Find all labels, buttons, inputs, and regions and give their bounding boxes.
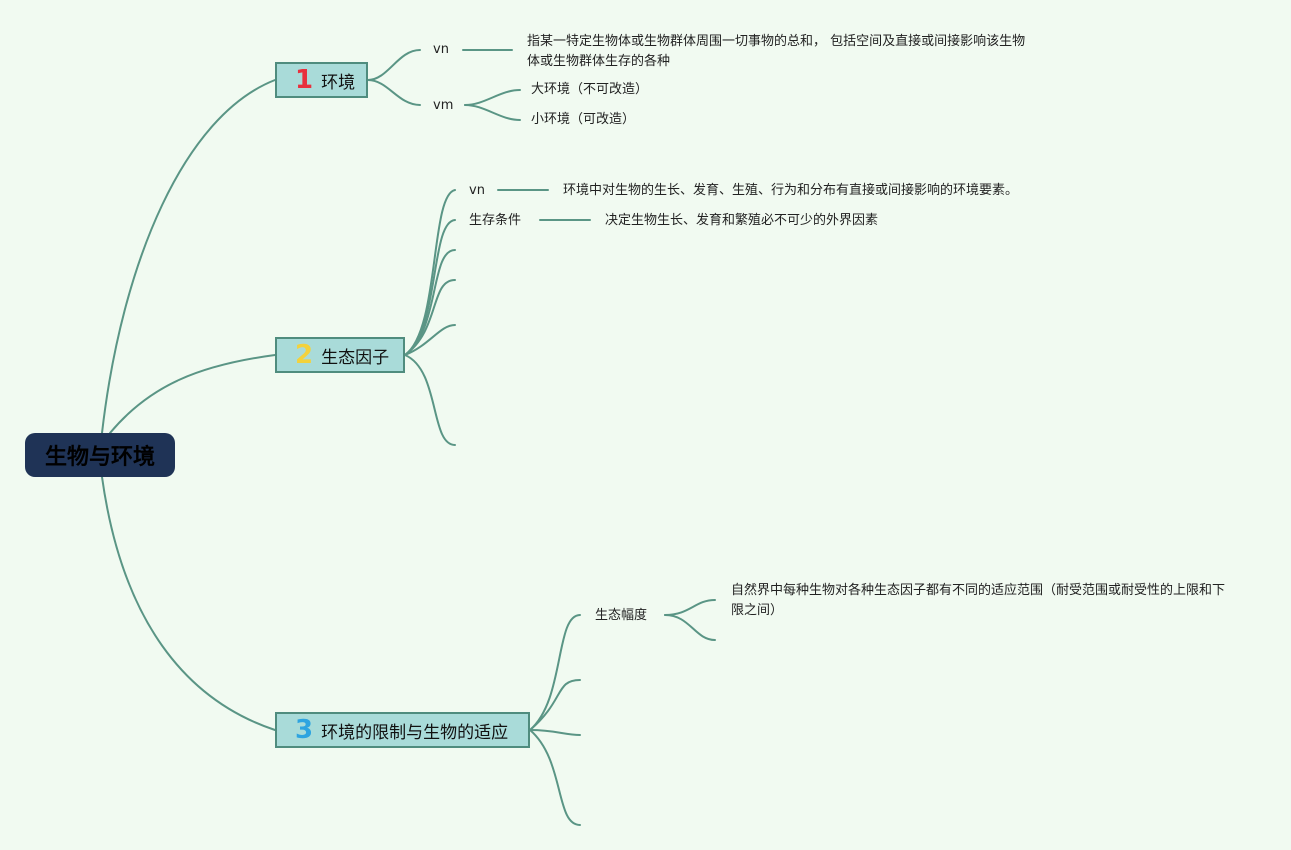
topic-label: 环境 — [321, 72, 356, 93]
topic-node-environment[interactable]: 1 环境 — [275, 62, 368, 98]
edge-root-topic3 — [101, 476, 276, 731]
edge-t1-vm-small — [464, 104, 521, 121]
edge-t1-vm — [367, 79, 421, 106]
node-t2-survival-condition[interactable]: 生存条件 — [469, 213, 522, 228]
node-t1-vm[interactable]: vm — [433, 98, 454, 113]
topic-number-3: 3 — [295, 715, 314, 745]
topic-label: 生态因子 — [321, 347, 390, 368]
edge-t2-c5 — [404, 324, 456, 356]
topic-number-1: 1 — [295, 65, 314, 95]
node-t1-small-env[interactable]: 小环境（可改造） — [531, 112, 636, 127]
edge-t2-c4 — [404, 279, 456, 356]
node-t2-survival-detail[interactable]: 决定生物生长、发育和繁殖必不可少的外界因素 — [605, 213, 879, 228]
node-t3-amplitude-detail[interactable]: 自然界中每种生物对各种生态因子都有不同的适应范围（耐受范围或耐受性的上限和下限之… — [731, 583, 1226, 618]
root-label: 生物与环境 — [44, 445, 155, 470]
edge-t2-c6 — [404, 354, 456, 446]
edge-t3-c3 — [529, 729, 581, 736]
edge-t3-range-a — [664, 599, 716, 616]
edge-t3-c4 — [529, 729, 581, 826]
edge-t3-range-b — [664, 614, 716, 641]
node-t1-vn-detail[interactable]: 指某一特定生物体或生物群体周围一切事物的总和， 包括空间及直接或间接影响该生物体… — [527, 34, 1026, 69]
edge-t1-vn — [367, 49, 421, 81]
topic-node-limits-adaptation[interactable]: 3 环境的限制与生物的适应 — [275, 712, 530, 748]
node-t2-vn-detail[interactable]: 环境中对生物的生长、发育、生殖、行为和分布有直接或间接影响的环境要素。 — [563, 183, 1019, 198]
root-node[interactable]: 生物与环境 — [25, 433, 175, 477]
node-t1-vn[interactable]: vn — [433, 42, 449, 57]
topic-label: 环境的限制与生物的适应 — [321, 722, 509, 743]
edge-t1-vm-large — [464, 89, 521, 106]
topic-node-ecological-factor[interactable]: 2 生态因子 — [275, 337, 405, 373]
edge-t3-c2 — [529, 679, 581, 731]
edge-t3-c1 — [529, 614, 581, 731]
node-t3-ecological-amplitude[interactable]: 生态幅度 — [595, 608, 648, 623]
edge-root-topic1 — [101, 79, 276, 434]
node-t1-large-env[interactable]: 大环境（不可改造） — [531, 82, 649, 97]
topic-number-2: 2 — [295, 340, 314, 370]
edge-root-topic2 — [109, 354, 276, 434]
edge-t2-c1 — [404, 189, 456, 356]
node-t2-vn[interactable]: vn — [469, 183, 485, 198]
